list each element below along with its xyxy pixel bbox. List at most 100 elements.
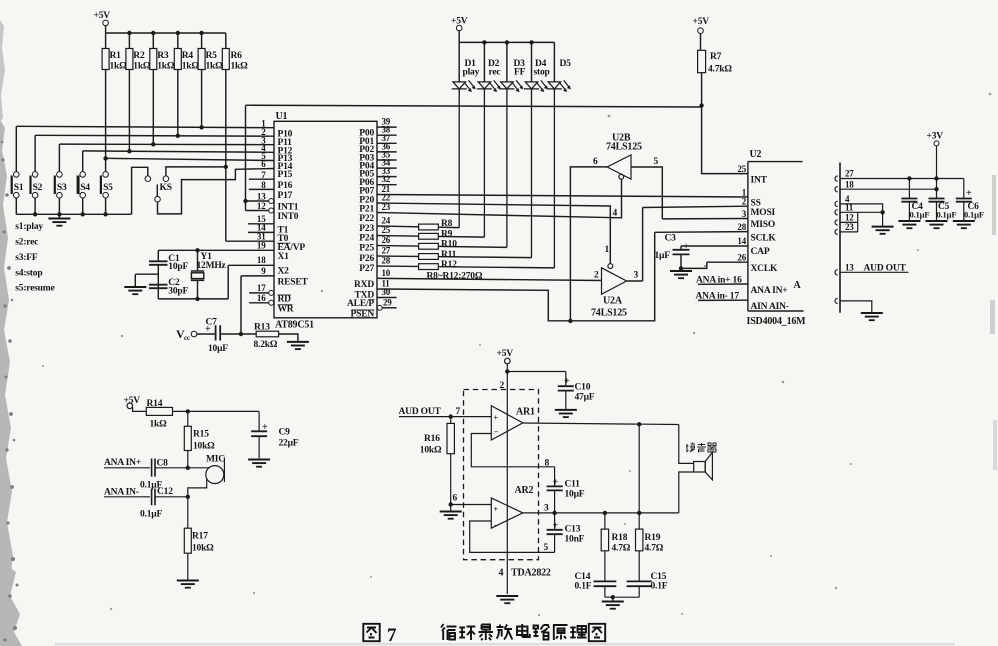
svg-text:P22: P22 (359, 214, 374, 224)
svg-text:2: 2 (742, 197, 747, 207)
svg-text:+: + (494, 505, 499, 514)
svg-text:P06: P06 (359, 178, 374, 188)
svg-text:P23: P23 (359, 224, 374, 234)
svg-text:FF: FF (514, 68, 526, 78)
svg-text:C14: C14 (575, 572, 591, 582)
svg-text:+5V: +5V (451, 17, 468, 27)
svg-text:P14: P14 (278, 162, 293, 172)
svg-text:S1: S1 (14, 183, 24, 193)
svg-text:R3: R3 (157, 51, 169, 61)
svg-text:15: 15 (257, 214, 266, 224)
svg-text:CAP: CAP (751, 247, 770, 257)
svg-text:1kΩ: 1kΩ (150, 420, 168, 430)
svg-text:RD: RD (278, 295, 292, 305)
svg-text:X1: X1 (278, 252, 290, 262)
svg-text:P16: P16 (278, 181, 293, 191)
svg-text:3: 3 (544, 504, 549, 514)
svg-text:0.1μF: 0.1μF (910, 210, 930, 220)
svg-text:18: 18 (257, 255, 266, 265)
svg-text:P26: P26 (359, 254, 374, 264)
svg-text:0.1μF: 0.1μF (964, 210, 984, 220)
svg-text:P02: P02 (359, 145, 374, 155)
svg-text:+: + (553, 521, 559, 532)
svg-text:ANA in+ 16: ANA in+ 16 (696, 276, 742, 286)
svg-text:C11: C11 (565, 480, 581, 490)
svg-text:9: 9 (261, 266, 266, 276)
svg-text:MOSI: MOSI (751, 208, 776, 218)
svg-text:−: − (494, 521, 499, 530)
svg-text:P03: P03 (359, 154, 374, 164)
svg-text:+: + (205, 324, 211, 335)
svg-text:4: 4 (261, 143, 266, 153)
svg-text:C8: C8 (157, 459, 169, 469)
svg-text:74LS125: 74LS125 (606, 142, 642, 153)
svg-text:ANA in- 17: ANA in- 17 (696, 292, 740, 302)
svg-text:23: 23 (382, 202, 391, 212)
svg-text:7: 7 (456, 407, 461, 417)
svg-text:6: 6 (593, 157, 598, 167)
svg-text:XCLK: XCLK (751, 264, 778, 274)
svg-text:33: 33 (382, 166, 391, 176)
svg-text:1kΩ: 1kΩ (206, 62, 224, 72)
svg-text:5: 5 (261, 151, 266, 161)
svg-text:+3V: +3V (927, 132, 944, 142)
svg-text:−: − (494, 428, 499, 437)
svg-text:5: 5 (544, 543, 549, 553)
svg-text:P01: P01 (359, 137, 374, 147)
svg-text:6: 6 (261, 159, 266, 169)
svg-text:27: 27 (845, 169, 854, 179)
svg-text:s1:play: s1:play (15, 222, 43, 232)
svg-text:PSEN: PSEN (351, 309, 375, 319)
svg-text:14: 14 (257, 223, 266, 233)
svg-text:10μF: 10μF (208, 344, 228, 354)
svg-text:S3: S3 (57, 183, 67, 193)
svg-text:8: 8 (545, 459, 550, 469)
svg-text:ANA IN+: ANA IN+ (104, 458, 141, 468)
svg-text:cc: cc (184, 334, 190, 342)
svg-text:U1: U1 (276, 111, 288, 122)
svg-text:RXD: RXD (354, 280, 374, 290)
svg-text:P12: P12 (278, 146, 293, 156)
svg-text:C2: C2 (168, 278, 180, 288)
svg-text:R5: R5 (206, 51, 218, 61)
svg-text:1kΩ: 1kΩ (231, 62, 249, 72)
svg-text:SS: SS (751, 199, 761, 209)
svg-text:34: 34 (382, 158, 391, 168)
svg-text:C13: C13 (565, 525, 581, 535)
svg-text:22: 22 (382, 193, 391, 203)
svg-text:X2: X2 (278, 266, 290, 276)
svg-text:38: 38 (382, 125, 391, 135)
svg-text:S4: S4 (80, 183, 90, 193)
svg-text:4.7kΩ: 4.7kΩ (708, 65, 732, 75)
svg-text:s4:stop: s4:stop (15, 268, 42, 278)
svg-text:P13: P13 (278, 154, 293, 164)
svg-text:7: 7 (261, 170, 266, 180)
svg-text:10μF: 10μF (565, 490, 585, 500)
svg-text:ANA IN-: ANA IN- (104, 488, 139, 498)
svg-text:22μF: 22μF (279, 439, 299, 449)
svg-text:P24: P24 (359, 234, 374, 244)
svg-text:30pF: 30pF (168, 287, 188, 297)
svg-text:28: 28 (382, 256, 391, 266)
svg-text:R16: R16 (424, 434, 440, 444)
svg-text:0.1μF: 0.1μF (140, 510, 162, 520)
svg-text:1kΩ: 1kΩ (182, 62, 200, 72)
svg-text:P10: P10 (278, 129, 293, 139)
svg-text:12: 12 (257, 201, 266, 211)
svg-text:3: 3 (742, 209, 747, 219)
svg-text:AUD OUT: AUD OUT (864, 263, 907, 273)
svg-text:stop: stop (534, 68, 550, 78)
svg-text:36: 36 (382, 141, 391, 151)
svg-text:35: 35 (382, 150, 391, 160)
svg-text:D1: D1 (465, 59, 477, 69)
svg-text:C4: C4 (912, 202, 924, 212)
svg-text:26: 26 (737, 252, 746, 262)
svg-text:1kΩ: 1kΩ (133, 62, 151, 72)
svg-text:RESET: RESET (278, 278, 309, 288)
svg-text:SCLK: SCLK (751, 233, 777, 243)
svg-text:+: + (564, 376, 570, 387)
svg-text:s5:resume: s5:resume (15, 284, 54, 294)
svg-text:47μF: 47μF (575, 393, 595, 403)
svg-text:18: 18 (845, 179, 854, 189)
svg-text:C6: C6 (968, 202, 980, 212)
